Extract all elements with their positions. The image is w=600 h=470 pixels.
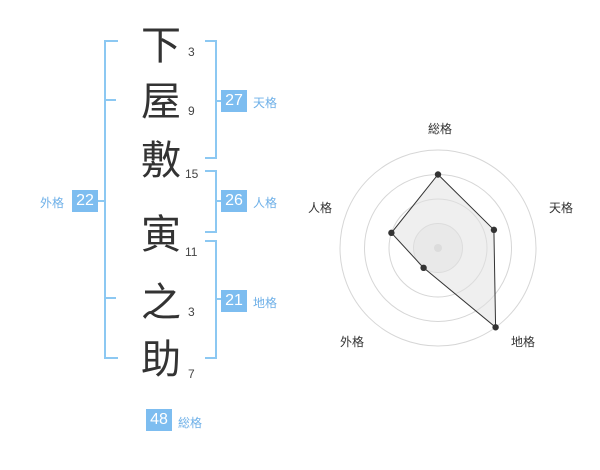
jinkaku-value: 26 bbox=[221, 190, 247, 212]
stroke-count-1: 3 bbox=[188, 45, 195, 59]
soukaku-label: 総格 bbox=[178, 416, 203, 430]
name-char-4: 寅 bbox=[141, 212, 181, 258]
radar-point-5 bbox=[388, 229, 395, 237]
name-char-5: 之 bbox=[141, 280, 181, 326]
name-char-2: 屋 bbox=[141, 79, 181, 125]
radar-point-1 bbox=[434, 171, 442, 178]
name-char-3: 敷 bbox=[141, 138, 181, 184]
name-char-6: 助 bbox=[141, 337, 181, 383]
radar-axis-label-tenkaku: 天格 bbox=[549, 201, 574, 215]
radar-axis-label-chikaku: 地格 bbox=[511, 335, 536, 349]
stroke-count-4: 11 bbox=[185, 245, 198, 259]
tenkaku-value: 27 bbox=[221, 90, 247, 112]
radar-axis-label-jinkaku: 人格 bbox=[308, 201, 333, 215]
stroke-count-6: 7 bbox=[188, 367, 195, 381]
radar-axis-label-soukaku: 総格 bbox=[428, 122, 453, 136]
gaikaku-label: 外格 bbox=[40, 196, 65, 210]
radar-point-3 bbox=[492, 324, 499, 331]
radar-point-4 bbox=[420, 264, 427, 272]
chikaku-value: 21 bbox=[221, 290, 247, 312]
tenkaku-label: 天格 bbox=[253, 96, 278, 110]
radar-axis-label-gaikaku: 外格 bbox=[340, 335, 365, 349]
radar-point-2 bbox=[490, 226, 498, 234]
stroke-count-5: 3 bbox=[188, 305, 195, 319]
gaikaku-value: 22 bbox=[72, 190, 98, 212]
chikaku-label: 地格 bbox=[253, 296, 278, 310]
gaikaku-bracket bbox=[95, 40, 118, 359]
radar-series-area bbox=[390, 173, 497, 329]
stroke-count-3: 15 bbox=[185, 167, 199, 181]
stroke-count-2: 9 bbox=[188, 104, 195, 118]
soukaku-value: 48 bbox=[146, 409, 172, 431]
jinkaku-label: 人格 bbox=[253, 196, 278, 210]
name-char-1: 下 bbox=[141, 23, 181, 69]
